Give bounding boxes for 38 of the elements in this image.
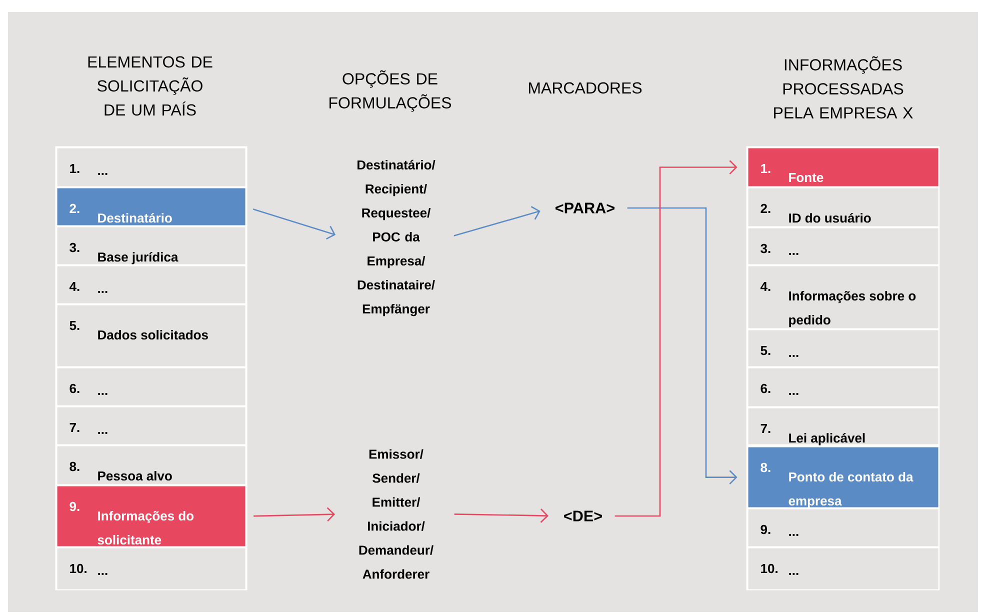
list-row: 7. ... — [57, 407, 246, 444]
list-row: 10. ... — [57, 548, 246, 590]
list-row: 7. Lei aplicável — [748, 408, 938, 446]
list-row: 8. Pessoa alvo — [57, 446, 246, 484]
node-label: 10. — [70, 564, 86, 574]
list-row: 10. ... — [748, 548, 938, 590]
column-heading: MARCADORES — [528, 82, 642, 94]
list-row: 4. ... — [57, 266, 246, 304]
marker-tag: <DE> — [564, 510, 602, 522]
term-list: Emissor/ Sender/ Emitter/ Iniciador/ Demandeur/ Anforderer — [359, 449, 434, 579]
term-list: Destinatário/ Recipient/ Requestee/ POC da Empresa/ Destinataire/ Empfänger — [358, 160, 436, 316]
list-row: 3. ... — [748, 228, 938, 264]
list-row: 2. ID do usuário — [748, 188, 938, 226]
node-label: 10. — [761, 564, 778, 574]
list-row: 1. ... — [57, 148, 246, 186]
marker-tag: <PARA> — [556, 202, 614, 214]
list-row: 6. ... — [57, 368, 246, 406]
node-label: ELEMENTOS DE SOLICITAÇÃO DE UM PAÍS — [88, 56, 212, 116]
arrow — [614, 160, 738, 517]
node-label: ... — [789, 573, 798, 575]
node-label: INFORMAÇÕES PROCESSADAS PELA EMPRESA X — [774, 56, 913, 118]
list-row: 8. Ponto de contato da empresa — [748, 447, 938, 508]
list-row: 5. ... — [748, 330, 938, 366]
list-row: 4. Informações sobre o pedido — [748, 266, 938, 328]
list-row: 9. Informações do solicitante — [57, 486, 246, 546]
list-row: 1. Fonte — [748, 148, 938, 186]
arrow — [254, 507, 336, 522]
list-row: 9. ... — [748, 509, 938, 546]
list-row: 5. Dados solicitados — [57, 305, 246, 366]
list-row: 3. Base jurídica — [57, 227, 246, 264]
node-label: ... — [98, 573, 108, 575]
arrow — [454, 206, 540, 236]
arrow — [252, 208, 336, 240]
list-row: 6. ... — [748, 368, 938, 406]
column-heading: OPÇÕES DE FORMULAÇÕES — [330, 70, 452, 112]
arrow — [454, 508, 548, 523]
list-row: 2. Destinatário — [57, 188, 246, 226]
arrow — [627, 207, 738, 484]
